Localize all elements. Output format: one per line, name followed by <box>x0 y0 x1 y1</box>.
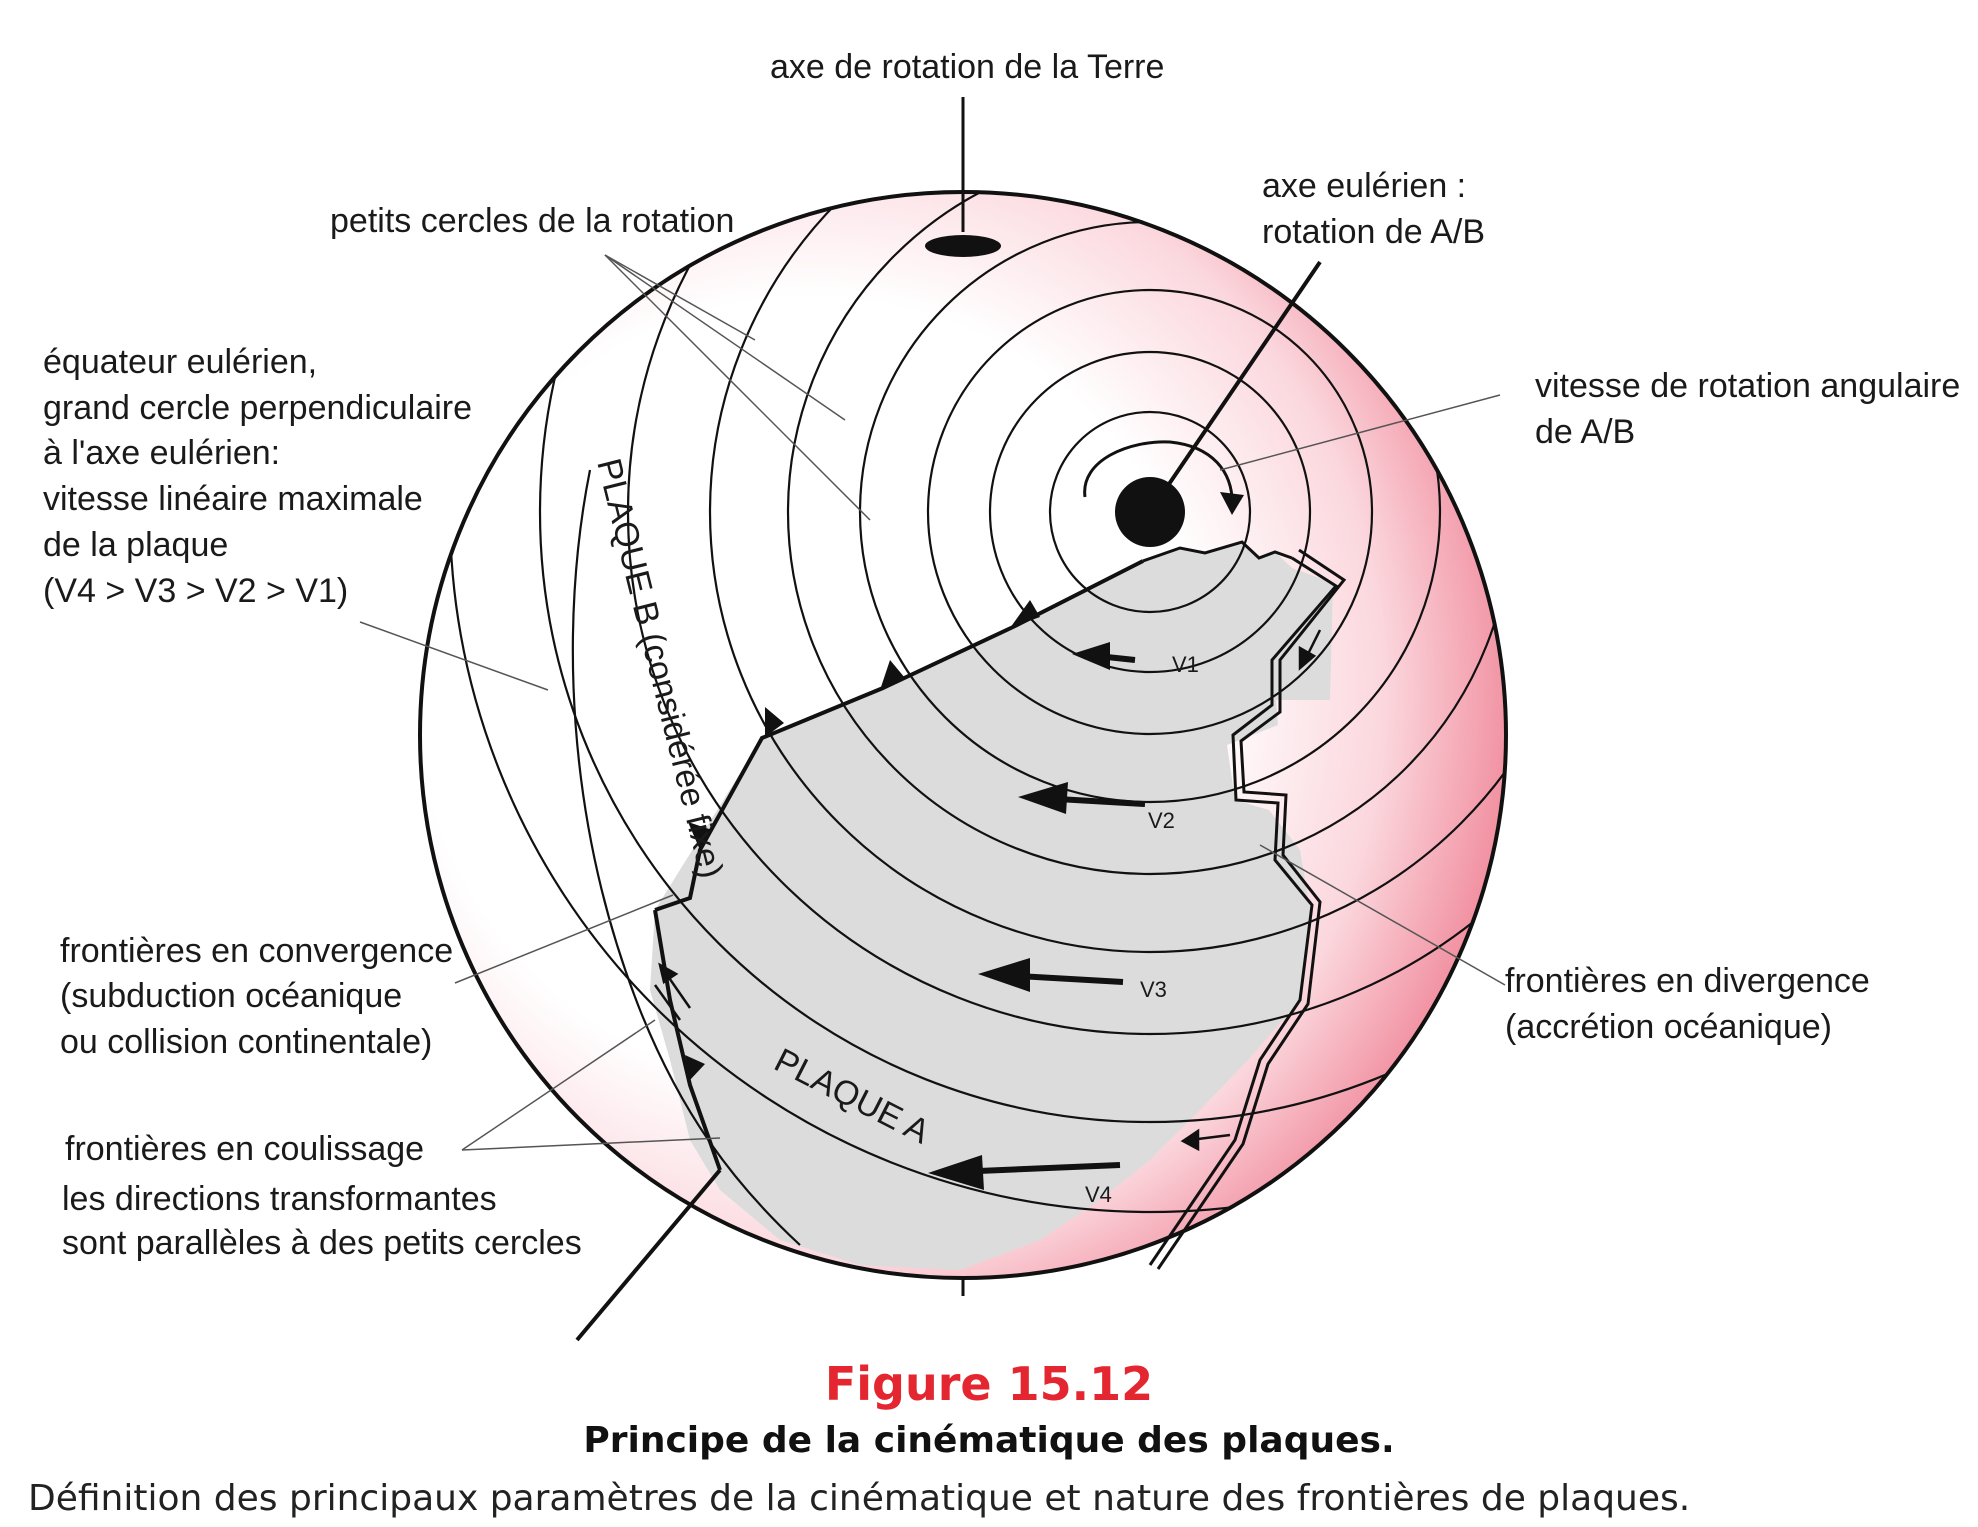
small-circle-3 <box>926 288 1374 736</box>
label-v3: V3 <box>1140 977 1167 1002</box>
label-transform-line3: sont parallèles à des petits cercles <box>62 1224 582 1262</box>
label-divergence-line2: (accrétion océanique) <box>1505 1008 1832 1046</box>
small-circle-8 <box>538 192 1506 1124</box>
transform-motion-arrows <box>653 629 1322 1152</box>
label-v1: V1 <box>1172 652 1199 677</box>
label-euler-equator-line3: à l'axe eulérien: <box>43 434 280 472</box>
figure-caption: Définition des principaux paramètres de … <box>28 1478 1690 1519</box>
small-circle-1 <box>1048 410 1252 614</box>
label-euler-equator-line1: équateur eulérien, <box>43 343 317 381</box>
divergence-boundary <box>1148 548 1347 1270</box>
convergence-boundary <box>654 559 1144 912</box>
euler-axis-extension <box>575 1168 722 1342</box>
label-convergence-line2: (subduction océanique <box>60 977 402 1015</box>
label-small-circles: petits cercles de la rotation <box>330 202 734 240</box>
v2-arrowhead <box>1018 782 1068 814</box>
v3-arrowhead <box>978 958 1030 992</box>
figure-title: Principe de la cinématique des plaques. <box>583 1420 1394 1461</box>
label-euler-axis-line1: axe eulérien : <box>1262 167 1466 205</box>
euler-pole <box>1115 477 1185 547</box>
v1-arrowhead <box>1072 642 1110 670</box>
figure-number: Figure 15.12 <box>825 1357 1153 1411</box>
leader-lines <box>359 254 1506 1151</box>
label-v2: V2 <box>1148 808 1175 833</box>
label-divergence-line1: frontières en divergence <box>1505 962 1870 1000</box>
label-angular-velocity-line2: de A/B <box>1535 413 1635 451</box>
label-earth-axis: axe de rotation de la Terre <box>770 48 1164 86</box>
subduction-teeth <box>685 600 1040 1080</box>
label-transform-line2: les directions transformantes <box>62 1180 497 1218</box>
label-convergence-line1: frontières en convergence <box>60 932 453 970</box>
label-transform-line1: frontières en coulissage <box>65 1130 424 1168</box>
transform-boundary-lower <box>653 909 722 1171</box>
plate-a-north-edge <box>1142 540 1293 563</box>
small-circle-7 <box>626 192 1506 1036</box>
velocity-arrows <box>928 642 1146 1190</box>
euler-equator-arc <box>571 469 801 1246</box>
small-circle-2 <box>988 350 1312 674</box>
small-circle-6 <box>708 192 1506 954</box>
angular-arrowhead <box>1220 492 1244 515</box>
label-v4: V4 <box>1085 1182 1112 1207</box>
label-euler-equator-line5: de la plaque <box>43 526 228 564</box>
earth-pole <box>925 235 1001 257</box>
label-convergence-line3: ou collision continentale) <box>60 1023 432 1061</box>
label-euler-axis-line2: rotation de A/B <box>1262 213 1485 251</box>
v4-arrowhead <box>928 1155 984 1190</box>
small-circle-5 <box>786 192 1506 876</box>
label-euler-equator-line4: vitesse linéaire maximale <box>43 480 423 518</box>
euler-axis-line <box>1148 260 1322 514</box>
label-euler-equator-line2: grand cercle perpendiculaire <box>43 389 472 427</box>
label-angular-velocity-line1: vitesse de rotation angulaire <box>1535 367 1960 405</box>
plate-a-region <box>650 542 1333 1270</box>
angular-rotation-arrow <box>1083 440 1234 511</box>
label-euler-equator-line6: (V4 > V3 > V2 > V1) <box>43 572 348 610</box>
